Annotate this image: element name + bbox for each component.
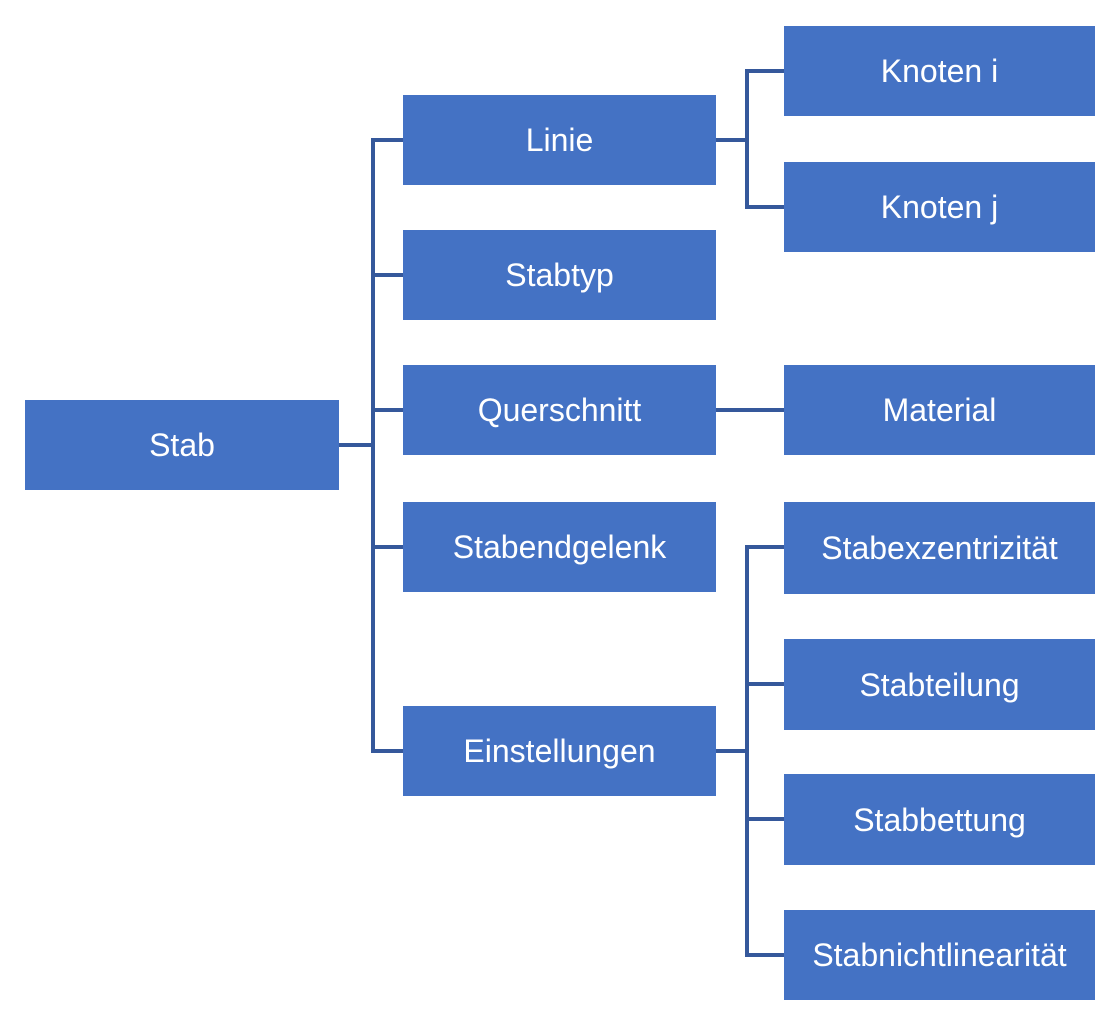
connector-trunk-to-einstellungen bbox=[373, 749, 403, 753]
connector-branch-to-stabbettung bbox=[747, 817, 784, 821]
node-stabendgelenk: Stabendgelenk bbox=[403, 502, 716, 592]
node-linie: Linie bbox=[403, 95, 716, 185]
node-stabexzentrizitaet: Stabexzentrizität bbox=[784, 502, 1095, 594]
node-stabtyp: Stabtyp bbox=[403, 230, 716, 320]
node-knoten-j: Knoten j bbox=[784, 162, 1095, 252]
connector-trunk-to-stabendgelenk bbox=[373, 545, 403, 549]
connector-branch-to-stabteilung bbox=[747, 682, 784, 686]
node-stab: Stab bbox=[25, 400, 339, 490]
connector-einstellungen-branch-vertical bbox=[745, 545, 749, 957]
connector-stab-to-trunk bbox=[339, 443, 373, 447]
connector-trunk-to-linie bbox=[373, 138, 403, 142]
connector-linie-branch-vertical bbox=[745, 69, 749, 209]
node-stabnichtlinearitaet: Stabnichtlinearität bbox=[784, 910, 1095, 1000]
node-stabteilung: Stabteilung bbox=[784, 639, 1095, 730]
node-knoten-i: Knoten i bbox=[784, 26, 1095, 116]
connector-trunk-to-stabtyp bbox=[373, 273, 403, 277]
connector-branch-to-knoten-i bbox=[747, 69, 784, 73]
node-material: Material bbox=[784, 365, 1095, 455]
connector-trunk-vertical bbox=[371, 138, 375, 753]
connector-einstellungen-to-branch bbox=[716, 749, 749, 753]
connector-trunk-to-querschnitt bbox=[373, 408, 403, 412]
node-querschnitt: Querschnitt bbox=[403, 365, 716, 455]
node-stabbettung: Stabbettung bbox=[784, 774, 1095, 865]
connector-branch-to-stabexzentrizitaet bbox=[747, 545, 784, 549]
node-einstellungen: Einstellungen bbox=[403, 706, 716, 796]
connector-branch-to-knoten-j bbox=[747, 205, 784, 209]
connector-branch-to-stabnichtlinearitaet bbox=[747, 953, 784, 957]
connector-linie-to-branch bbox=[716, 138, 749, 142]
connector-querschnitt-to-material bbox=[716, 408, 784, 412]
